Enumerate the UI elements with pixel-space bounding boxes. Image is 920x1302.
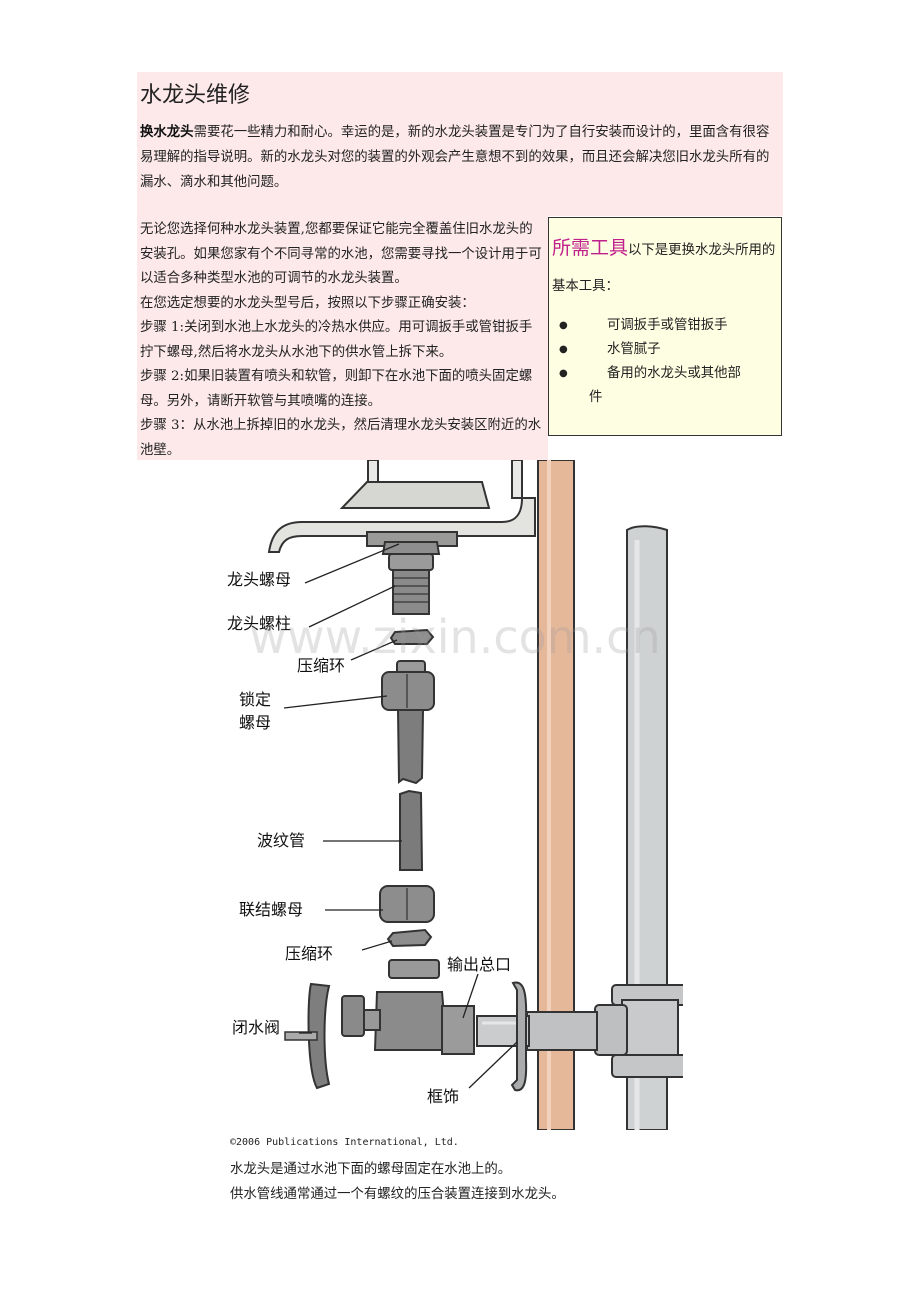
faucet-stud bbox=[392, 569, 430, 615]
label-escutcheon: 框饰 bbox=[427, 1087, 459, 1106]
step-2: 步骤 2:如果旧装置有喷头和软管，则卸下在水池下面的喷头固定螺母。另外，请断开软… bbox=[140, 369, 533, 409]
label-outlet: 输出总口 bbox=[447, 955, 511, 974]
intro-paragraph: 换水龙头需要花一些精力和耐心。幸运的是，新的水龙头装置是专门为了自行安装而设计的… bbox=[140, 120, 780, 195]
paragraph-coverage: 无论您选择何种水龙头装置,您都要保证它能完全覆盖住旧水龙头的安装孔。如果您家有个… bbox=[140, 222, 542, 286]
lock-nut bbox=[381, 660, 435, 785]
shutoff-valve bbox=[284, 959, 475, 1090]
escutcheon bbox=[510, 981, 528, 1092]
page-title: 水龙头维修 bbox=[140, 83, 251, 108]
faucet-assembly-diagram: 龙头螺母 龙头螺柱 压缩环 锁定 螺母 波纹管 联结螺母 压缩环 输出总口 闭水… bbox=[227, 460, 683, 1130]
label-compression-ring-1: 压缩环 bbox=[297, 656, 345, 675]
step-1: 步骤 1:关闭到水池上水龙头的冷热水供应。用可调扳手或管钳扳手拧下螺母,然后将水… bbox=[140, 320, 533, 360]
tee-fitting bbox=[594, 984, 683, 1078]
bullet-icon: ● bbox=[559, 368, 568, 379]
caption-line-2: 供水管线通常通过一个有螺纹的压合装置连接到水龙头。 bbox=[230, 1187, 565, 1202]
label-corrugated-pipe: 波纹管 bbox=[257, 831, 305, 850]
steps-background bbox=[137, 216, 548, 460]
label-compression-ring-2: 压缩环 bbox=[285, 944, 333, 963]
paragraph-install-intro: 在您选定想要的水龙头型号后，按照以下步骤正确安装： bbox=[140, 295, 475, 311]
coupling-nut bbox=[379, 885, 435, 923]
intro-bold-term: 换水龙头 bbox=[140, 124, 194, 140]
intro-text: 需要花一些精力和耐心。幸运的是，新的水龙头装置是专门为了自行安装而设计的，里面含… bbox=[140, 125, 770, 190]
stub-pipe bbox=[476, 1011, 598, 1051]
tools-intro: 以下是更换水龙头所用的基本工具： bbox=[552, 243, 776, 294]
intro-background bbox=[137, 72, 783, 216]
tools-header: 所需工具以下是更换水龙头所用的基本工具： bbox=[552, 230, 780, 305]
sink-illustration bbox=[267, 460, 536, 553]
diagram-labels: 龙头螺母 龙头螺柱 压缩环 锁定 螺母 波纹管 联结螺母 压缩环 输出总口 闭水… bbox=[227, 570, 511, 1106]
label-coupling-nut: 联结螺母 bbox=[239, 900, 303, 919]
tool-item: ●水管腻子 bbox=[549, 338, 781, 362]
compression-ring-1 bbox=[389, 628, 435, 645]
tools-heading: 所需工具 bbox=[552, 237, 629, 259]
steps-section: 无论您选择何种水龙头装置,您都要保证它能完全覆盖住旧水龙头的安装孔。如果您家有个… bbox=[140, 218, 545, 463]
bullet-icon: ● bbox=[559, 344, 568, 355]
label-faucet-nut: 龙头螺母 bbox=[227, 570, 291, 589]
bullet-icon: ● bbox=[559, 320, 568, 331]
image-credit: ©2006 Publications International, Ltd. bbox=[230, 1137, 459, 1148]
image-caption: 水龙头是通过水池下面的螺母固定在水池上的。 供水管线通常通过一个有螺纹的压合装置… bbox=[230, 1157, 565, 1207]
watermark: www.zixin.com.cn bbox=[249, 610, 660, 664]
label-lock-nut-line2: 螺母 bbox=[239, 713, 271, 732]
label-faucet-stud: 龙头螺柱 bbox=[227, 614, 291, 633]
step-3: 步骤 3：从水池上拆掉旧的水龙头，然后清理水龙头安装区附近的水池壁。 bbox=[140, 418, 542, 458]
tools-box: 所需工具以下是更换水龙头所用的基本工具： ●可调扳手或管钳扳手 ●水管腻子 ●备… bbox=[548, 217, 782, 436]
faucet-nut bbox=[381, 541, 441, 571]
label-lock-nut-line1: 锁定 bbox=[239, 690, 271, 709]
tool-item: ●备用的水龙头或其他部件 bbox=[549, 362, 781, 410]
label-shutoff-valve: 闭水阀 bbox=[232, 1018, 280, 1037]
tool-item: ●可调扳手或管钳扳手 bbox=[549, 314, 781, 338]
compression-ring-2 bbox=[386, 928, 433, 948]
leader-lines bbox=[283, 543, 518, 1089]
tools-list: ●可调扳手或管钳扳手 ●水管腻子 ●备用的水龙头或其他部件 bbox=[549, 314, 781, 410]
corrugated-pipe bbox=[399, 789, 424, 871]
caption-line-1: 水龙头是通过水池下面的螺母固定在水池上的。 bbox=[230, 1162, 512, 1177]
